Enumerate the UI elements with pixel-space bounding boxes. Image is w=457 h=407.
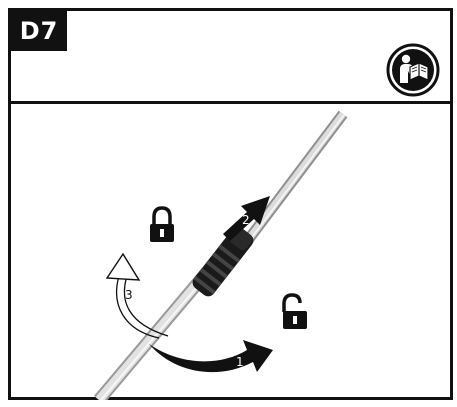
illustration: 3 1 2 — [11, 104, 450, 400]
arrow-1-unlock-twist: 1 — [149, 340, 273, 373]
step-label: D7 — [11, 11, 67, 51]
padlock-open-icon — [282, 293, 307, 329]
arrow-2-extend: 2 — [223, 196, 270, 241]
padlock-closed-icon — [150, 206, 174, 242]
instruction-panel: D7 — [8, 8, 453, 400]
arrow-1-label: 1 — [236, 355, 244, 369]
arrow-3-lock-twist: 3 — [105, 252, 169, 339]
arrow-2-label: 2 — [242, 213, 250, 227]
read-manual-icon — [386, 43, 440, 97]
panel-header: D7 — [11, 11, 450, 104]
arrow-3-label: 3 — [125, 288, 133, 302]
locking-collar — [192, 226, 254, 297]
